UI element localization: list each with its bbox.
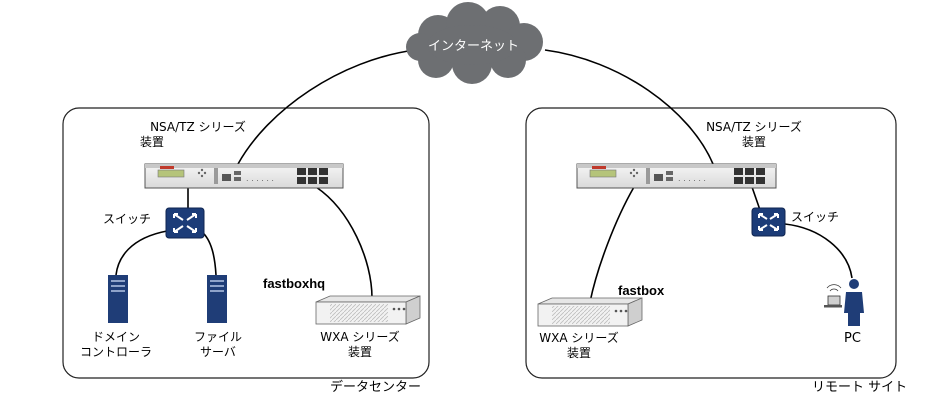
switch-icon (751, 207, 786, 237)
remote-appliance-label: NSA/TZ シリーズ 装置 (694, 120, 814, 150)
cable-appliance-to-switch-remote (751, 186, 761, 211)
datacenter-site-box (62, 107, 430, 379)
wxa-label-line1: WXA シリーズ (539, 331, 619, 345)
svg-text:. . . . . .: . . . . . . (678, 174, 706, 183)
server-icon (207, 275, 227, 323)
cable-appliance-to-wxa-remote (589, 186, 635, 303)
wxa-label-line2: 装置 (566, 346, 591, 360)
remote-switch-label: スイッチ (791, 210, 840, 224)
remote-site-box (525, 107, 897, 379)
server1-label: ドメイン コントローラ (70, 330, 162, 360)
switch-icon (165, 207, 205, 239)
wxa-label-line2: 装置 (347, 345, 372, 359)
appliance-label-line1: NSA/TZ シリーズ (150, 120, 246, 134)
firewall-appliance-icon: . . . . . . (576, 163, 777, 189)
remote-wxa-label: WXA シリーズ 装置 (531, 331, 627, 361)
datacenter-appliance-label: NSA/TZ シリーズ 装置 (138, 120, 258, 150)
server2-label: ファイル サーバ (188, 330, 248, 360)
wan-cable-datacenter (237, 49, 416, 165)
server2-label-line1: ファイル (193, 330, 242, 344)
datacenter-switch-label: スイッチ (103, 212, 152, 226)
remote-wxa-hostname: fastbox (618, 283, 665, 298)
server-icon (108, 275, 128, 323)
cable-appliance-to-wxa-dc (315, 186, 373, 299)
svg-text:. . . . . .: . . . . . . (246, 174, 274, 183)
datacenter-wxa-label: WXA シリーズ 装置 (312, 330, 408, 360)
remote-title: リモート サイト (812, 380, 908, 395)
appliance-label-line2: 装置 (140, 135, 165, 149)
appliance-label-line2: 装置 (741, 135, 766, 149)
cloud-icon (406, 2, 543, 84)
server1-label-line1: ドメイン (91, 330, 140, 344)
server2-label-line2: サーバ (200, 345, 236, 359)
wan-cable-remote (544, 49, 714, 165)
appliance-label-line1: NSA/TZ シリーズ (706, 120, 802, 134)
server1-label-line2: コントローラ (79, 345, 152, 359)
wxa-appliance-icon (537, 297, 643, 327)
cable-switch-to-server1 (115, 230, 168, 276)
firewall-appliance-icon: . . . . . . (144, 163, 344, 189)
wxa-label-line1: WXA シリーズ (320, 330, 400, 344)
user-with-laptop-icon (824, 279, 864, 326)
cable-switch-to-pc (784, 223, 853, 279)
wxa-appliance-icon (315, 295, 421, 325)
datacenter-wxa-hostname: fastboxhq (263, 276, 326, 291)
datacenter-title: データセンター (330, 380, 422, 395)
pc-label: PC (844, 331, 861, 346)
internet-label: インターネット (428, 39, 520, 54)
